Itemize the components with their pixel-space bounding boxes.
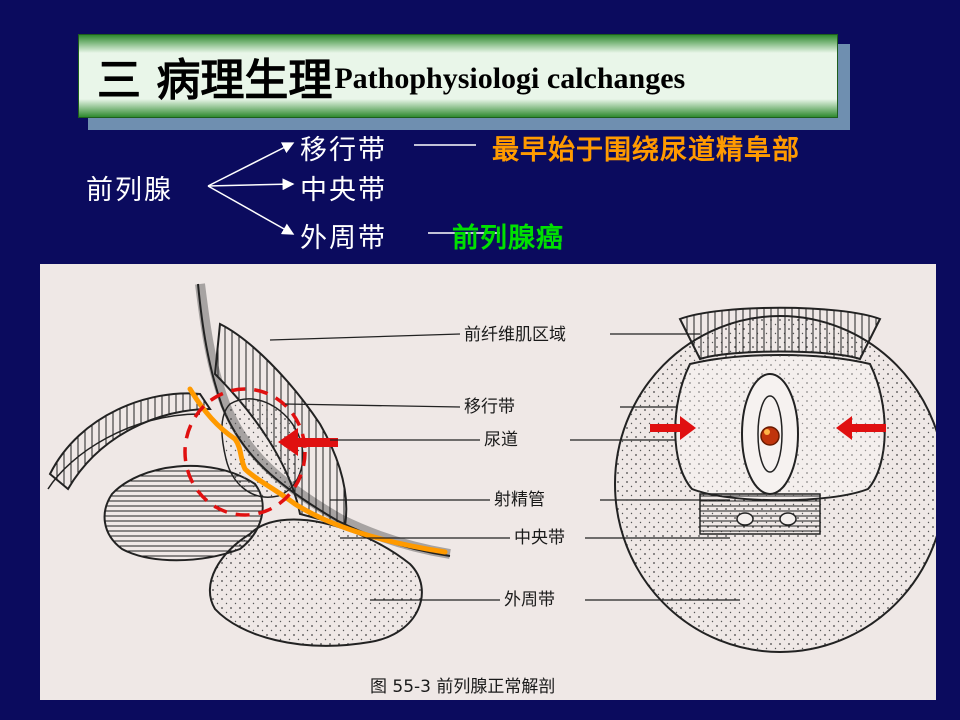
title-banner: 三 病理生理 Pathophysiologi calchanges [78,34,838,118]
bladder-wall [48,392,212,491]
transverse-anterior-fibromuscular [678,306,882,361]
note-transition-origin: 最早始于围绕尿道精阜部 [492,135,800,166]
branch-arrow-transition [207,142,295,187]
sagittal-view [47,283,451,647]
root-label-prostate: 前列腺 [86,175,173,206]
outline-branch-arrows [207,142,500,235]
label-central-zone: 中央带 [514,528,565,548]
branch-arrow-central [207,178,295,191]
title-chinese: 三 病理生理 [97,55,333,106]
note-prostate-cancer: 前列腺癌 [452,223,564,254]
sagittal-central-zone [103,464,264,562]
ejaculatory-duct-right [779,512,797,526]
zone-label-central: 中央带 [300,175,387,206]
orange-urethra-trace [187,386,448,555]
red-dashed-circle [183,387,307,517]
anatomy-drawing: 前纤维肌区域 移行带 尿道 射精管 中央带 外周带 [47,283,946,697]
zone-label-transition: 移行带 [300,135,387,166]
title-english: Pathophysiologi calchanges [334,62,686,95]
label-ejaculatory-duct: 射精管 [494,490,545,510]
transverse-central-zone [699,493,821,535]
urethra-ball-marker [760,426,780,446]
zone-label-peripheral: 外周带 [300,223,387,254]
ejaculatory-duct-left [736,512,754,526]
figure-caption: 图 55-3 前列腺正常解剖 [370,677,555,697]
red-arrow-left-transverse [836,416,886,440]
anatomy-figure: 前纤维肌区域 移行带 尿道 射精管 中央带 外周带 [40,264,946,700]
label-transition-zone: 移行带 [464,397,515,417]
label-urethra: 尿道 [484,430,518,450]
label-peripheral-zone: 外周带 [504,590,555,610]
branch-arrow-peripheral [207,185,295,235]
red-arrow-right [650,416,696,440]
transverse-view [614,306,946,653]
red-arrow-left [278,428,338,456]
label-anterior-fibromuscular: 前纤维肌区域 [464,325,566,345]
